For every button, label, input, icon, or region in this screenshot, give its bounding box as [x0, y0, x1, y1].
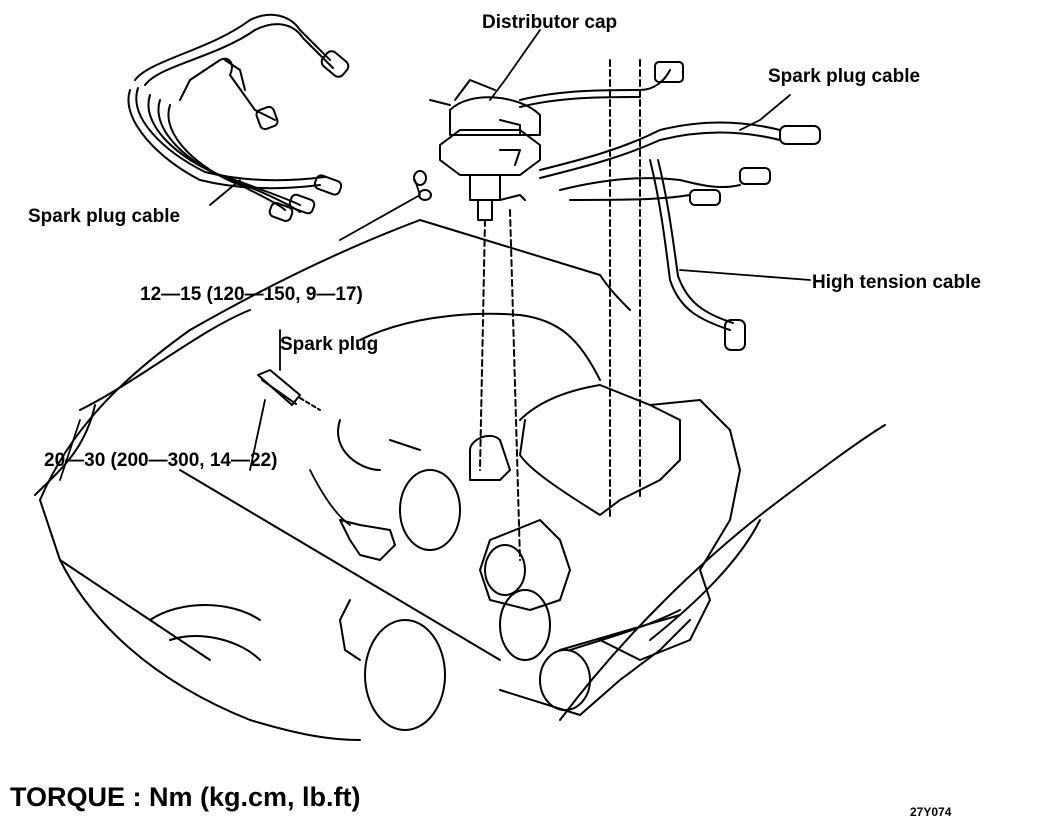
torque-units-caption: TORQUE : Nm (kg.cm, lb.ft): [10, 782, 361, 812]
figure-code: 27Y074: [910, 805, 952, 819]
label-spark-plug-cable-left: Spark plug cable: [28, 206, 180, 227]
distributor-wiring: [520, 62, 820, 350]
vehicle-body-outline: [35, 220, 885, 740]
label-spark-plug: Spark plug: [280, 334, 378, 355]
label-spark-plug-cable-right: Spark plug cable: [768, 66, 920, 87]
label-torque-spark-plug: 20—30 (200—300, 14—22): [44, 450, 277, 471]
engine-block: [338, 314, 740, 715]
distributor: [414, 80, 540, 220]
headlight-assembly: [150, 470, 460, 730]
spark-plug: [258, 370, 320, 410]
spark-plug-cable-set: [128, 15, 350, 223]
label-high-tension-cable: High tension cable: [812, 272, 981, 293]
label-torque-distributor: 12—15 (120—150, 9—17): [140, 284, 363, 305]
alignment-lines: [480, 60, 640, 560]
label-distributor-cap: Distributor cap: [482, 12, 617, 33]
leader-lines: [60, 30, 810, 525]
